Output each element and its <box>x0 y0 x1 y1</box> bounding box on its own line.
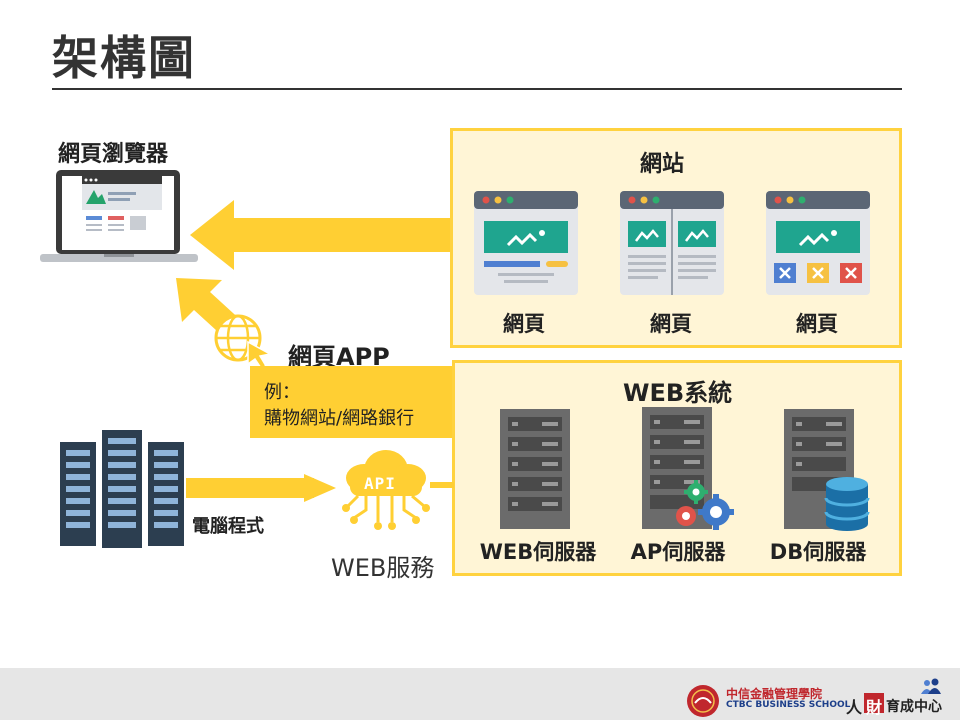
webpage-label: 網頁 <box>796 312 838 336</box>
gears-icon <box>676 480 734 530</box>
browser-label: 網頁瀏覽器 <box>58 142 169 167</box>
school-name-en: CTBC BUSINESS SCHOOL <box>726 700 851 710</box>
webapp-example-block <box>250 366 454 438</box>
web-server-label: WEB伺服器 <box>479 540 597 564</box>
webpage-label: 網頁 <box>650 312 692 336</box>
program-to-api-arrow <box>186 474 336 502</box>
db-server-label: DB伺服器 <box>769 540 867 564</box>
webpage-icon <box>474 191 578 295</box>
server-rack-icon <box>60 430 184 548</box>
center-char-2-box <box>864 693 884 713</box>
web-server-icon <box>500 409 570 529</box>
webpage-icon <box>766 191 870 295</box>
laptop-icon <box>40 170 198 262</box>
database-icon <box>824 477 870 531</box>
webpage-label: 網頁 <box>503 312 545 336</box>
websystem-label: WEB系統 <box>623 379 733 407</box>
website-to-browser-arrow <box>190 200 452 270</box>
globe-icon <box>214 314 272 368</box>
program-label: 電腦程式 <box>192 516 264 537</box>
center-char-1: 人 <box>846 698 863 717</box>
center-char-2: 財 <box>866 698 883 717</box>
api-cloud-icon <box>342 450 430 530</box>
webpage-icon <box>620 191 724 295</box>
ap-server-label: AP伺服器 <box>630 540 726 564</box>
center-name-rest: 育成中心 <box>886 699 942 715</box>
api-text: API <box>364 474 396 493</box>
footer-bar <box>0 668 960 720</box>
ap-server-icon <box>642 407 712 529</box>
webapp-example-text: 購物網站/網路銀行 <box>264 408 415 429</box>
school-name-cn: 中信金融管理學院 <box>726 687 823 701</box>
website-label: 網站 <box>640 152 685 177</box>
school-logo <box>687 685 719 717</box>
webservice-label: WEB服務 <box>331 554 435 582</box>
people-icon <box>921 678 941 694</box>
slide-title: 架構圖 <box>52 31 196 85</box>
title-divider <box>52 88 902 90</box>
webapp-example-prefix: 例： <box>264 382 300 403</box>
api-to-system-connector <box>430 482 454 488</box>
